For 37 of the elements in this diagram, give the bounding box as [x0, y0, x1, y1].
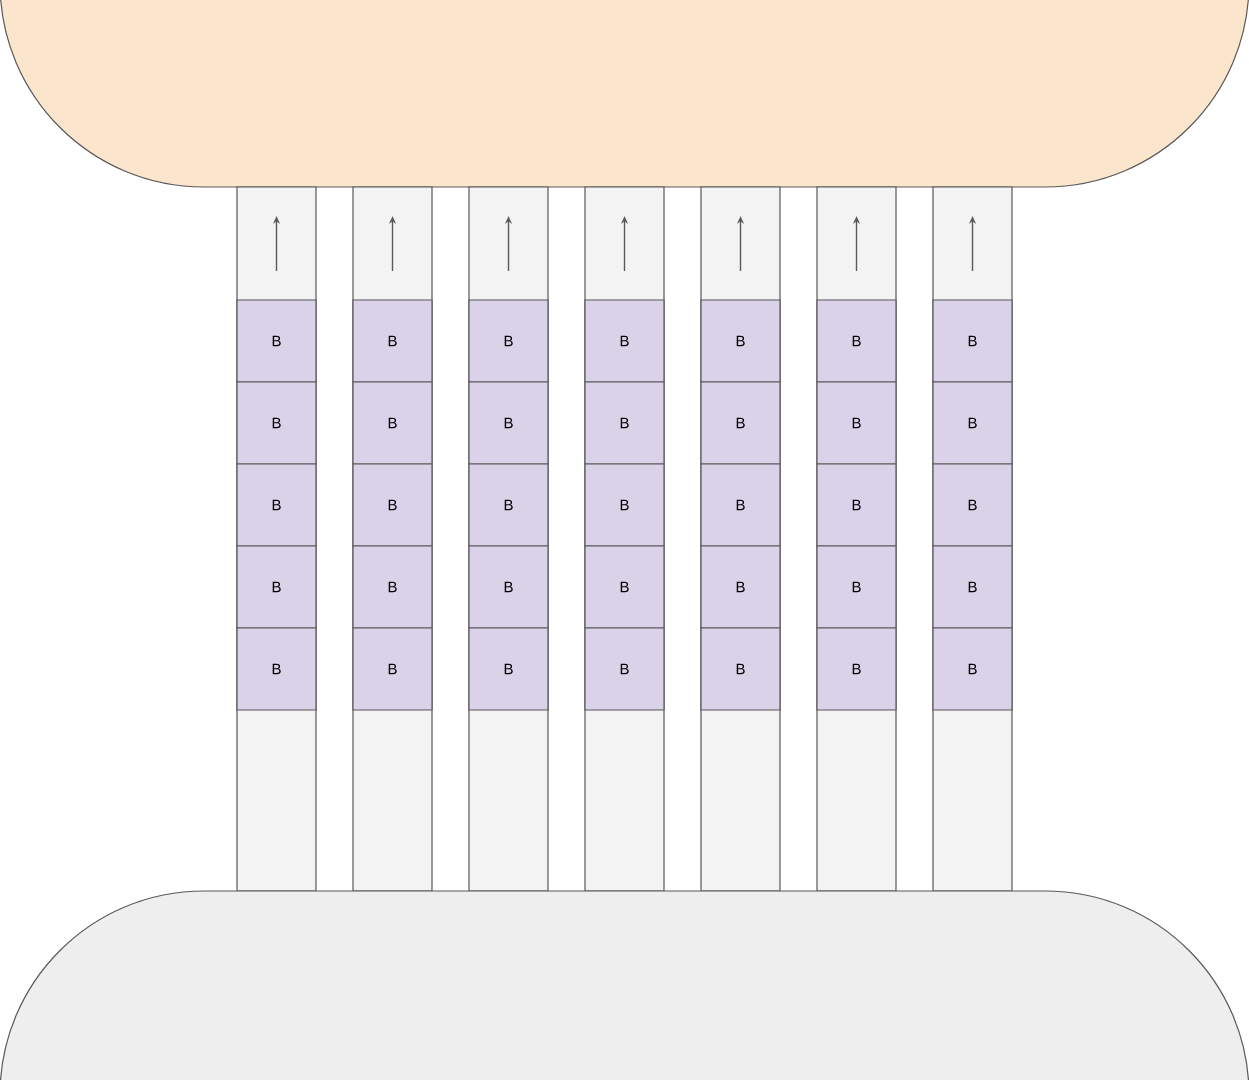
letter-box: B: [468, 545, 549, 629]
letter-box: B: [236, 381, 317, 465]
letter-box: B: [236, 463, 317, 547]
letter-box: B: [352, 545, 433, 629]
letter-box: B: [584, 545, 665, 629]
letter-box: B: [236, 545, 317, 629]
letter-box: B: [584, 627, 665, 711]
letter-box: B: [932, 463, 1013, 547]
letter-box: B: [468, 627, 549, 711]
letter-box: B: [816, 299, 897, 383]
letter-box: B: [584, 381, 665, 465]
letter-box: B: [700, 627, 781, 711]
rounded-panel: [0, 890, 1249, 1080]
letter-box: B: [700, 463, 781, 547]
letter-box: B: [932, 381, 1013, 465]
letter-box: B: [700, 381, 781, 465]
letter-box: B: [816, 381, 897, 465]
letter-box: B: [932, 545, 1013, 629]
letter-box: B: [584, 299, 665, 383]
letter-box: B: [236, 627, 317, 711]
letter-box: B: [816, 545, 897, 629]
letter-box: B: [352, 627, 433, 711]
letter-box: B: [816, 627, 897, 711]
letter-box: B: [468, 299, 549, 383]
letter-box: B: [352, 299, 433, 383]
letter-box: B: [352, 381, 433, 465]
letter-box: B: [932, 627, 1013, 711]
letter-box: B: [816, 463, 897, 547]
letter-box: B: [236, 299, 317, 383]
rounded-panel: [0, 0, 1249, 188]
letter-box: B: [932, 299, 1013, 383]
letter-box: B: [584, 463, 665, 547]
letter-box: B: [700, 545, 781, 629]
letter-box: B: [468, 381, 549, 465]
letter-box: B: [352, 463, 433, 547]
letter-box: B: [468, 463, 549, 547]
letter-box: B: [700, 299, 781, 383]
